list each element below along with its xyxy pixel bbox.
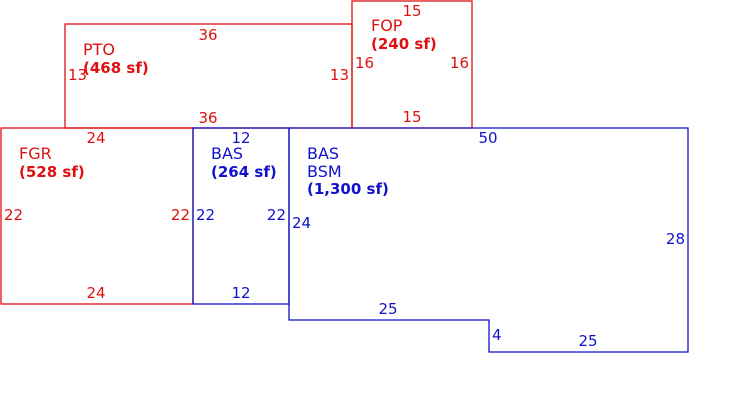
- bas-main-outline: [288, 127, 689, 353]
- bas-small-left-dimension: 22: [196, 206, 215, 224]
- pto-area-name: PTO: [83, 40, 115, 59]
- fgr-bottom-dimension: 24: [86, 284, 105, 302]
- bas-small-area-name: BAS: [211, 144, 243, 163]
- bas-main-bottom-right-dimension: 25: [578, 332, 597, 350]
- bas-small-area-size: (264 sf): [211, 163, 277, 181]
- bas-small-right-dimension: 22: [267, 206, 286, 224]
- fop-top-dimension: 15: [402, 2, 421, 20]
- pto-left-dimension: 13: [68, 66, 87, 84]
- bas-main-top-dimension: 50: [478, 129, 497, 147]
- bas-main-right-dimension: 28: [666, 230, 685, 248]
- fgr-top-dimension: 24: [86, 129, 105, 147]
- fop-left-dimension: 16: [355, 54, 374, 72]
- pto-area-size: (468 sf): [83, 59, 149, 77]
- fop-bottom-dimension: 15: [402, 108, 421, 126]
- bas-main-area-name: BAS: [307, 144, 339, 163]
- fgr-right-dimension: 22: [171, 206, 190, 224]
- fop-area-name: FOP: [371, 16, 403, 35]
- bas-main-area-size: (1,300 sf): [307, 180, 389, 198]
- fgr-area-name: FGR: [19, 144, 52, 163]
- pto-top-dimension: 36: [198, 26, 217, 44]
- fgr-area-size: (528 sf): [19, 163, 85, 181]
- fop-right-dimension: 16: [450, 54, 469, 72]
- bsm-area-name: BSM: [307, 162, 342, 181]
- bas-main-left-dimension: 24: [292, 214, 311, 232]
- pto-right-dimension: 13: [330, 66, 349, 84]
- bas-small-top-dimension: 12: [231, 129, 250, 147]
- bas-small-bottom-dimension: 12: [231, 284, 250, 302]
- fop-area-size: (240 sf): [371, 35, 437, 53]
- pto-bottom-dimension: 36: [198, 109, 217, 127]
- bas-main-step-dimension: 4: [492, 326, 502, 344]
- fgr-left-dimension: 22: [4, 206, 23, 224]
- bas-main-bottom-left-dimension: 25: [378, 300, 397, 318]
